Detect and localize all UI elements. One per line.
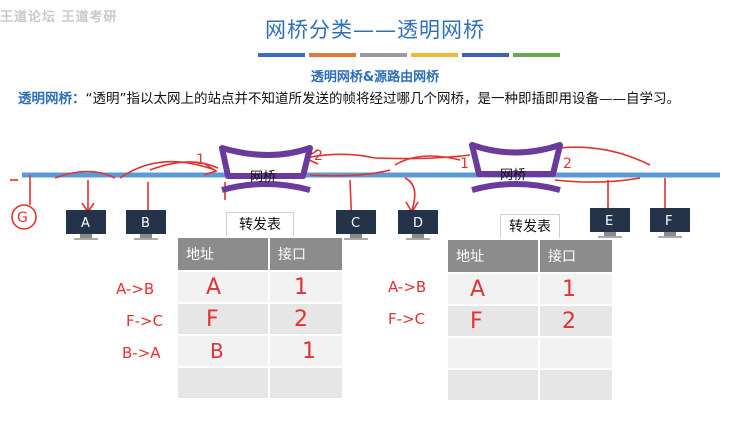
bridge-1-port-1: 1 — [196, 152, 205, 168]
cell-address — [446, 368, 540, 402]
host-b-label: B — [141, 216, 150, 231]
cell-port: 2 — [268, 302, 344, 336]
header-address: 地址 — [446, 238, 540, 274]
cell-port — [538, 336, 614, 370]
table-row — [176, 366, 344, 400]
color-segment — [462, 53, 509, 57]
note-left-3: B->A — [122, 344, 161, 362]
table-row: A 1 — [176, 270, 344, 304]
cell-address — [446, 336, 540, 370]
table-row: A 1 — [446, 272, 614, 306]
color-segment — [360, 53, 407, 57]
host-a-label: A — [81, 216, 90, 231]
forwarding-table-1: 地址 接口 A 1 F 2 B 1 — [176, 236, 344, 400]
color-segment — [258, 53, 305, 57]
cell-port — [268, 366, 344, 400]
cell-address: B — [176, 334, 270, 368]
bridge-2-port-2: 2 — [563, 156, 572, 172]
cell-address: A — [176, 270, 270, 304]
color-segment — [513, 53, 560, 57]
host-e — [590, 208, 630, 238]
bridge-1-shape — [219, 145, 313, 179]
host-e-label: E — [605, 214, 613, 229]
forwarding-table-1-title: 转发表 — [226, 212, 294, 238]
bridge-1-label: 网桥 — [250, 170, 276, 185]
cell-port: 1 — [268, 334, 344, 368]
host-c — [336, 210, 376, 240]
header-address: 地址 — [176, 236, 270, 272]
subtitle: 透明网桥&源路由网桥 — [310, 70, 440, 85]
header-port: 接口 — [538, 238, 614, 274]
header-port: 接口 — [268, 236, 344, 272]
table-row: F 2 — [176, 302, 344, 336]
note-left-1: A->B — [116, 280, 154, 298]
color-segment — [411, 53, 458, 57]
description-label: 透明网桥： — [18, 91, 86, 107]
host-c-label: C — [351, 216, 360, 231]
cell-port: 1 — [268, 270, 344, 304]
watermark: 王道论坛 王道考研 — [0, 10, 118, 25]
host-a — [66, 210, 106, 240]
bridge-2-shape — [469, 142, 563, 177]
color-bar — [258, 53, 560, 57]
note-right-2: F->C — [388, 310, 425, 328]
table-row: F 2 — [446, 304, 614, 338]
host-d — [398, 210, 438, 240]
color-segment — [309, 53, 356, 57]
table-header-row: 地址 接口 — [446, 238, 614, 274]
table-row — [446, 368, 614, 402]
page-title: 网桥分类——透明网桥 — [265, 18, 485, 42]
cell-port: 2 — [538, 304, 614, 338]
host-b — [126, 210, 166, 240]
cell-port: 1 — [538, 272, 614, 306]
forwarding-table-2: 地址 接口 A 1 F 2 — [446, 238, 614, 402]
host-f — [650, 208, 690, 238]
table-row — [446, 336, 614, 370]
table-header-row: 地址 接口 — [176, 236, 344, 272]
host-d-label: D — [413, 216, 423, 231]
bridge-2 — [469, 142, 563, 193]
bridge-1 — [219, 145, 313, 193]
cell-port — [538, 368, 614, 402]
cell-address — [176, 366, 270, 400]
cell-address: F — [446, 304, 540, 338]
annotation-g: G — [17, 210, 28, 226]
host-f-label: F — [665, 214, 672, 229]
forwarding-table-2-title: 转发表 — [500, 214, 560, 240]
table-row: B 1 — [176, 334, 344, 368]
bridge-2-port-1: 1 — [460, 156, 469, 172]
description: 透明网桥：“透明”指以太网上的站点并不知道所发送的帧将经过哪几个网桥，是一种即插… — [18, 90, 743, 108]
note-left-2: F->C — [126, 312, 163, 330]
description-text: “透明”指以太网上的站点并不知道所发送的帧将经过哪几个网桥，是一种即插即用设备—… — [85, 91, 681, 107]
bridge-1-port-2: 2 — [314, 148, 323, 164]
cell-address: F — [176, 302, 270, 336]
cell-address: A — [446, 272, 540, 306]
annotation-circle — [11, 204, 37, 230]
note-right-1: A->B — [388, 278, 426, 296]
bridge-2-label: 网桥 — [500, 168, 526, 183]
